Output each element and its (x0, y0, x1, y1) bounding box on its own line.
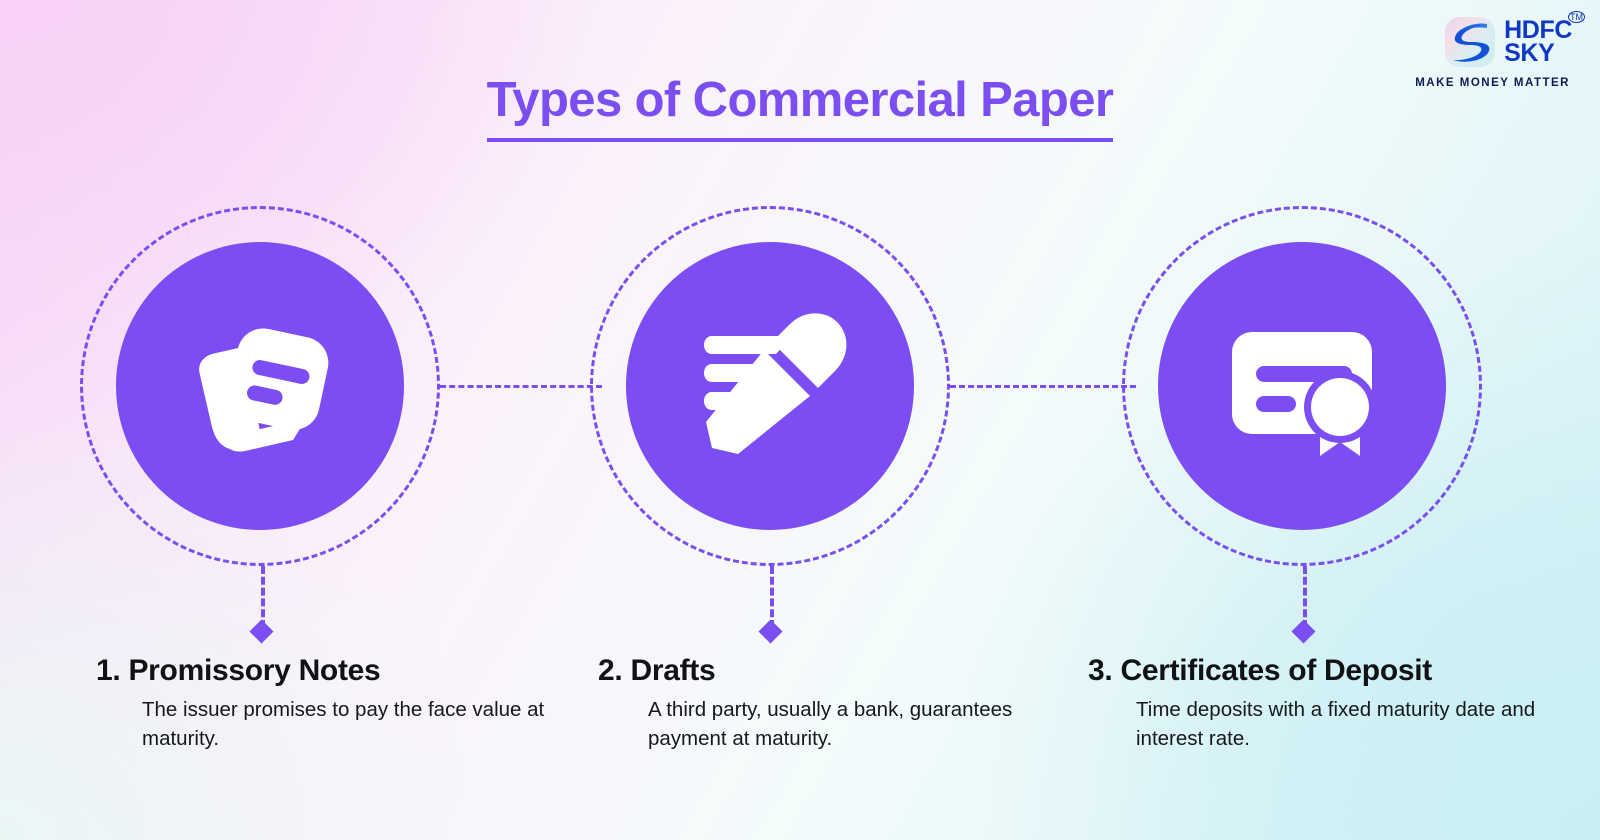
item-description: Time deposits with a fixed maturity date… (1136, 698, 1536, 751)
item-title: 3. Certificates of Deposit (1088, 654, 1432, 687)
item-title: 2. Drafts (598, 654, 716, 687)
brand-name-line1: HDFC (1504, 16, 1572, 44)
trademark-icon: TM (1568, 11, 1585, 23)
certificate-seal-icon (1216, 300, 1388, 472)
page-title-wrap: Types of Commercial Paper (0, 72, 1600, 142)
diamond-marker-3 (1291, 619, 1316, 644)
caption-promissory-notes: 1. Promissory Notes The issuer promises … (96, 654, 546, 753)
item-description: The issuer promises to pay the face valu… (142, 698, 545, 751)
item-title: 1. Promissory Notes (96, 654, 381, 687)
item-description: A third party, usually a bank, guarantee… (648, 698, 1013, 751)
icon-disc (1158, 242, 1446, 530)
icon-disc (626, 242, 914, 530)
brand-wordmark: HDFC SKY TM (1504, 11, 1585, 67)
brand-logo: HDFC SKY TM MAKE MONEY MATTER (1372, 11, 1585, 96)
brand-logo-row: HDFC SKY TM (1372, 11, 1585, 70)
brand-tagline: MAKE MONEY MATTER (1415, 77, 1570, 89)
icon-disc (116, 242, 404, 530)
caption-drafts: 2. Drafts A third party, usually a bank,… (598, 654, 1048, 753)
connector-horizontal-1 (440, 385, 602, 388)
page-title: Types of Commercial Paper (486, 72, 1114, 142)
hdfc-sky-swoosh-icon (1445, 17, 1496, 67)
node-certificates-of-deposit (1122, 206, 1482, 566)
brand-name-line2: SKY (1504, 39, 1555, 67)
connector-vertical-1 (261, 566, 265, 628)
connector-vertical-2 (770, 566, 774, 628)
node-promissory-notes (80, 206, 440, 566)
connector-vertical-3 (1303, 566, 1307, 628)
stacked-notes-icon (176, 302, 344, 470)
dashed-ring (80, 206, 440, 566)
caption-certificates-of-deposit: 3. Certificates of Deposit Time deposits… (1088, 654, 1558, 753)
node-drafts (590, 206, 950, 566)
connector-horizontal-2 (950, 385, 1136, 388)
pencil-writing-icon (686, 302, 854, 470)
diamond-marker-2 (758, 619, 783, 644)
diamond-marker-1 (249, 619, 274, 644)
